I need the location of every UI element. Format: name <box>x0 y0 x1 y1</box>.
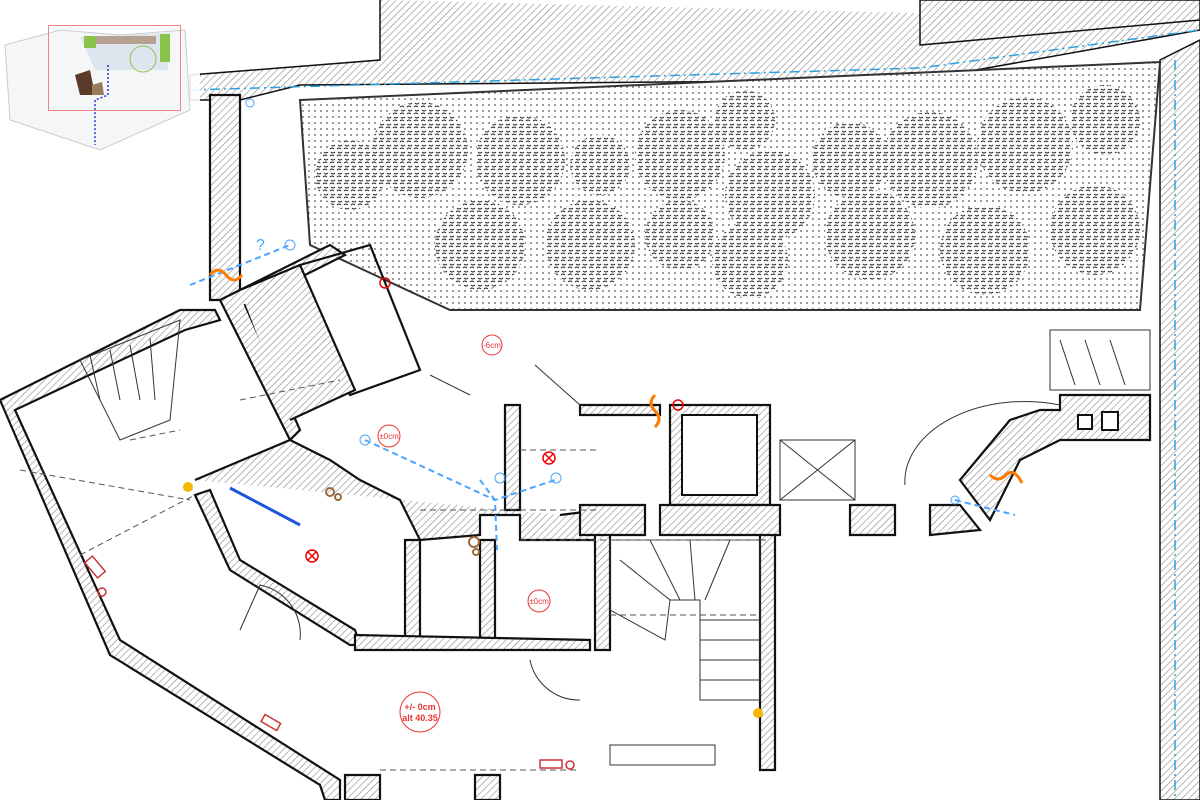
light-point <box>753 708 763 718</box>
trees <box>315 85 1140 298</box>
wall-corridor <box>403 538 497 642</box>
svg-text:±0cm: ±0cm <box>379 432 399 441</box>
level-marker: ±0cm <box>377 424 401 448</box>
overview-minimap[interactable] <box>0 0 200 160</box>
unknown-marker: ? <box>256 237 265 254</box>
wall-storage-2 <box>239 263 357 421</box>
pillar <box>1101 411 1119 431</box>
level-marker: -6cm <box>481 334 503 356</box>
wall-tower-west <box>208 93 242 302</box>
red-fixtures <box>83 555 575 770</box>
light-point <box>183 482 193 492</box>
wall-entrance <box>343 773 502 800</box>
main-level-marker: +/- 0cm alt 40.35 <box>399 691 441 733</box>
wall-central-room <box>194 438 602 542</box>
staircase <box>79 319 1151 766</box>
wall-kitchen <box>503 403 662 512</box>
minimap-image <box>4 29 191 151</box>
wall-south <box>353 633 592 652</box>
exterior-wall-west <box>0 308 342 800</box>
level-marker: ±0cm <box>527 589 551 613</box>
level-label-hidden: ±0cm <box>545 544 548 546</box>
gas-markers <box>208 268 1024 484</box>
blue-pipe <box>229 486 301 527</box>
valve-icons <box>305 277 684 563</box>
network-nodes <box>245 98 960 505</box>
svg-text:+/- 0cm: +/- 0cm <box>404 702 435 712</box>
wall-east-annex <box>848 393 1152 537</box>
viewport-frame[interactable] <box>48 25 181 111</box>
svg-text:alt 40.35: alt 40.35 <box>402 713 438 723</box>
brown-pipes <box>325 487 480 556</box>
network-line <box>189 244 1016 551</box>
pillar <box>1077 414 1093 430</box>
svg-text:±0cm: ±0cm <box>529 597 549 606</box>
svg-text:-6cm: -6cm <box>483 341 501 350</box>
dashed-lines <box>19 379 770 771</box>
drain-line <box>189 29 1200 800</box>
boundary-wall-right <box>1159 39 1200 800</box>
door-swings <box>239 364 1061 701</box>
wall-stairs <box>578 503 782 772</box>
